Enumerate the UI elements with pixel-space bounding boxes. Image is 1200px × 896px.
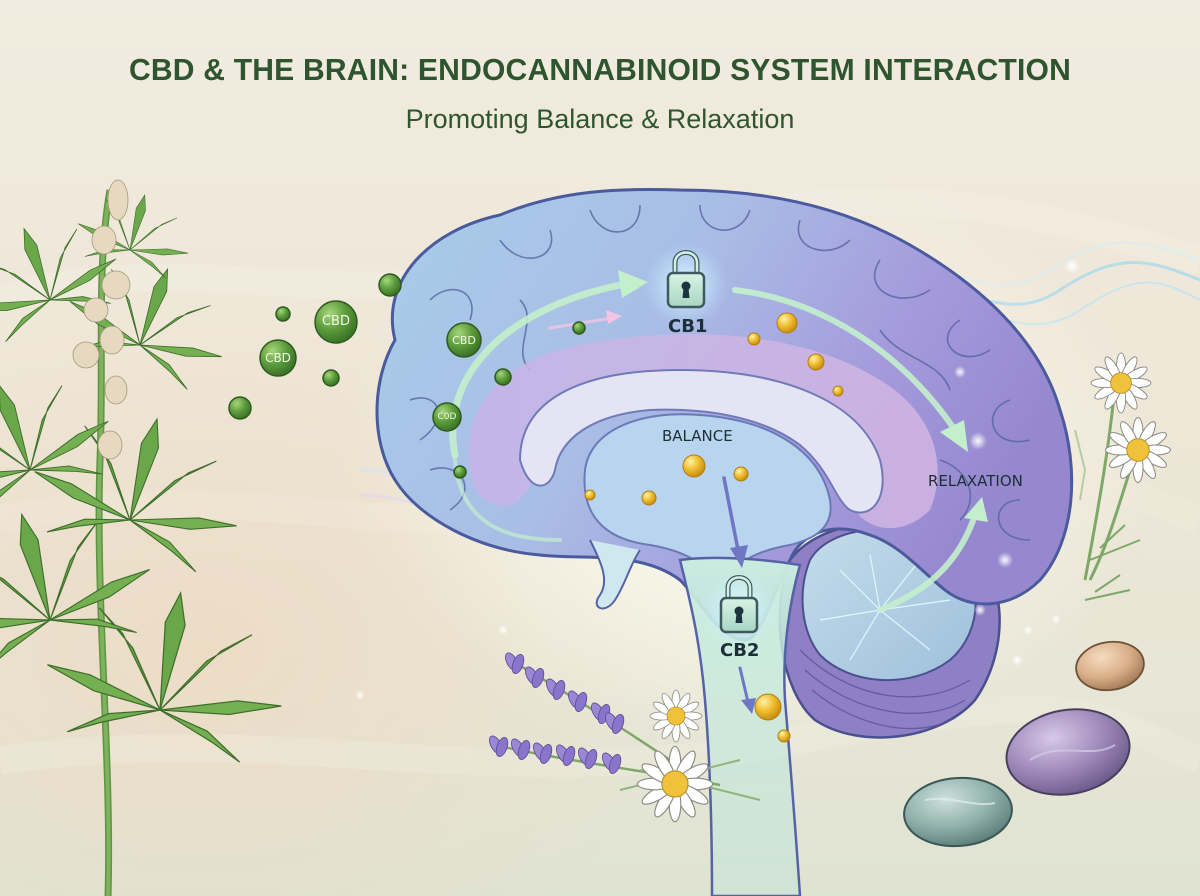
relaxation-label: RELAXATION [928,472,1023,490]
cbd-molecule-label: C0D [437,412,457,422]
cbd-molecule-icon [259,339,297,377]
balance-label: BALANCE [662,427,733,445]
page-subtitle: Promoting Balance & Relaxation [405,104,795,134]
sparkle-particles [355,258,1080,700]
page-title: CBD & THE BRAIN: ENDOCANNABINOID SYSTEM … [128,52,1072,87]
cbd-molecule-label: CBD [452,334,476,347]
cbd-molecule-icon [314,300,358,344]
cbd-molecule-icon [446,322,482,358]
arrow-down-icon [741,698,756,714]
cbd-molecule-label: CBD [265,351,291,365]
cbd-molecule-icon [432,402,462,432]
arrow-down-icon [730,545,748,568]
cbd-molecule-label: CBD [321,314,350,329]
chamomile-flowers-icon [1074,352,1171,601]
brain-illustration [375,187,1074,896]
arrow-head-icon [964,497,988,522]
cb1-receptor-label: CB1 [668,316,708,337]
endocannabinoid-particles [584,312,844,743]
cb2-receptor-padlock-icon [699,570,779,650]
arrow-head-icon [940,420,968,452]
cb2-receptor-label: CB2 [720,640,760,661]
cbd-molecules [228,273,586,479]
cb1-receptor-padlock-icon [644,243,728,327]
arrow-head-icon [618,270,648,298]
smooth-stones-icon [903,640,1145,848]
flow-arrows [449,270,988,714]
cannabis-plant-icon [0,179,299,896]
